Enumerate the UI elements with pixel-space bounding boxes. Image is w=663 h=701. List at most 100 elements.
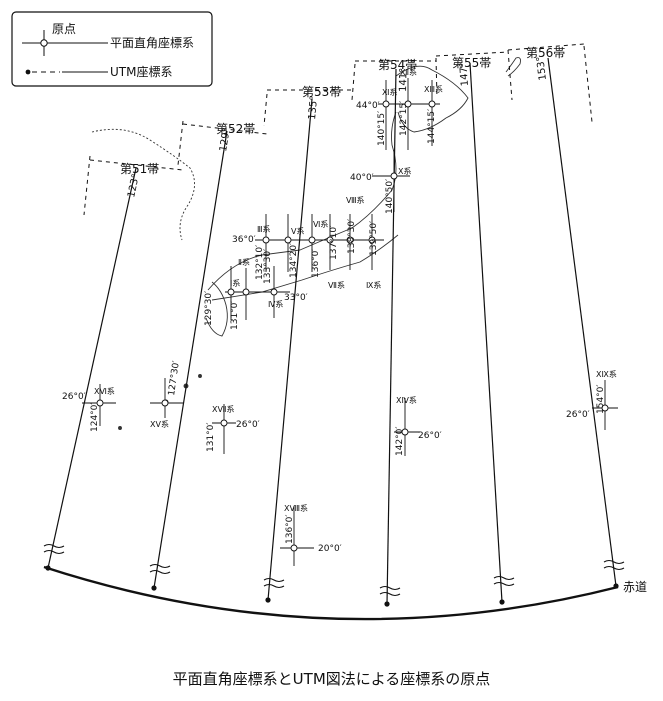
equator-point-55 (499, 599, 505, 605)
system-16-longitude: 124°0′ (90, 403, 100, 432)
meridian-label-56: 153° (535, 56, 549, 81)
system-7-longitude: 137°10′ (329, 225, 339, 260)
system-11-numeral: Ⅺ系 (382, 87, 397, 97)
legend-origin-heading: 原点 (52, 22, 76, 36)
system-6-numeral: Ⅵ系 (313, 219, 328, 229)
system-16-origin-marker (96, 399, 104, 407)
ryukyu-island-3 (118, 426, 122, 430)
system-6-origin-marker (308, 236, 316, 244)
legend-origin-marker (40, 39, 48, 47)
system-5-numeral: Ⅴ系 (291, 226, 304, 236)
system-14-numeral: ⅩⅣ系 (396, 395, 417, 405)
system-4-numeral: Ⅳ系 (268, 299, 283, 309)
system-8-origin-marker (346, 236, 354, 244)
zone-boundary-3 (263, 93, 268, 127)
system-14-longitude: 142°0′ (395, 427, 405, 456)
system-12-numeral: Ⅻ系 (400, 67, 417, 77)
system-19-longitude: 154°0′ (596, 385, 606, 414)
system-1-origin-marker (227, 288, 235, 296)
equator-point-52 (151, 585, 157, 591)
zone-label-51: 第51帯 (120, 162, 159, 176)
legend-utm-label: UTM座標系 (110, 64, 172, 79)
system-11-origin-marker (382, 100, 390, 108)
hokkaido-coast (395, 65, 469, 133)
central-meridian-54 (386, 68, 397, 605)
sakhalin-coast (505, 57, 521, 77)
system-4-longitude: 133°30′ (263, 249, 273, 284)
system-2-numeral: Ⅱ系 (238, 257, 250, 267)
system-19-numeral: ⅩⅨ系 (596, 369, 617, 379)
break-mark-52 (149, 563, 171, 575)
equator-arc (43, 565, 619, 621)
system-10-longitude: 140°50′ (385, 179, 395, 214)
central-meridian-53 (267, 98, 313, 601)
central-meridian-52 (153, 130, 228, 589)
system-15-origin-marker (161, 399, 169, 407)
system-13-longitude: 144°15′ (427, 109, 437, 144)
system-8-numeral: Ⅷ系 (346, 195, 365, 205)
system-3-origin-marker (262, 236, 270, 244)
system-8-longitude: 138°30′ (347, 219, 357, 254)
honshu-coast (207, 111, 397, 291)
zone-band-dash-52 (182, 123, 268, 135)
system-10-origin-marker (390, 172, 398, 180)
zone-boundary-1 (83, 155, 91, 216)
system-14-latitude: 26°0′ (418, 431, 442, 441)
honshu-south-coast (211, 234, 399, 301)
break-mark-56 (603, 559, 625, 571)
system-19-latitude: 26°0′ (566, 410, 590, 420)
system-2-longitude: 131°0′ (230, 301, 240, 330)
zone-boundary-2 (177, 120, 184, 166)
zone-label-56: 第56帯 (526, 46, 565, 60)
system-latitude-labels: 33°0′ 36°0′ 40°0′ 44°0′ 26°0′ 26°0′ 26°0… (62, 101, 590, 554)
break-mark-53 (263, 577, 285, 589)
equator-point-51 (45, 565, 51, 571)
zone-boundary-7 (583, 45, 593, 123)
system-5-longitude: 134°20′ (289, 243, 299, 278)
system-18-latitude: 20°0′ (318, 544, 342, 554)
system-13-origin-marker (428, 100, 436, 108)
zone-boundary-4 (351, 63, 356, 101)
system-17-latitude: 26°0′ (236, 420, 260, 430)
central-meridian-51 (47, 167, 137, 569)
plane-system-origins (82, 78, 618, 566)
zone-label-55: 第55帯 (452, 56, 491, 70)
latitude-label-40: 40°0′ (350, 173, 374, 183)
system-12-longitude: 142°15′ (399, 101, 409, 136)
central-meridians (47, 57, 617, 605)
zone-label-53: 第53帯 (302, 85, 341, 99)
system-9-numeral: Ⅸ系 (366, 280, 381, 290)
system-7-origin-marker (326, 236, 334, 244)
system-18-longitude: 136°0′ (285, 515, 295, 544)
system-1-longitude: 129°30′ (204, 291, 214, 326)
equator-point-53 (265, 597, 271, 603)
system-15-longitude: 127°30′ (167, 360, 182, 396)
meridian-label-55: 147° (458, 62, 471, 87)
system-12-origin-marker (404, 100, 412, 108)
latitude-label-44: 44°0′ (356, 101, 380, 111)
meridian-label-54: 141° (398, 68, 409, 92)
system-13-numeral: ⅩⅢ系 (424, 84, 443, 94)
meridian-labels: 123° 129° 135° 141° 147° 153° (126, 56, 549, 199)
system-9-longitude: 139°50′ (369, 221, 379, 256)
latitude-label-33: 33°0′ (284, 293, 308, 303)
system-19-origin-marker (601, 404, 609, 412)
equator: 赤道 (43, 565, 647, 621)
system-longitude-labels: 129°30′ 131°0′ 132°10′ 133°30′ 134°20′ 1… (90, 101, 606, 544)
zone-boundary-5 (435, 57, 438, 99)
ryukyu-island-4 (198, 374, 202, 378)
break-mark-54 (379, 585, 401, 597)
zone-boundaries (83, 43, 593, 216)
central-meridian-56 (547, 57, 617, 587)
legend: 原点 平面直角座標系 UTM座標系 (11, 11, 213, 87)
system-17-origin-marker (220, 419, 228, 427)
zone-boundary-6 (507, 49, 513, 101)
meridian-label-52: 129° (218, 127, 233, 153)
equator-point-54 (384, 601, 390, 607)
system-16-latitude: 26°0′ (62, 392, 86, 402)
system-18-numeral: ⅩⅧ系 (284, 503, 308, 513)
break-mark-51 (43, 543, 65, 555)
zone-labels: 第51帯 第52帯 第53帯 第54帯 第55帯 第56帯 (120, 46, 565, 176)
axis-break-marks (43, 543, 625, 597)
